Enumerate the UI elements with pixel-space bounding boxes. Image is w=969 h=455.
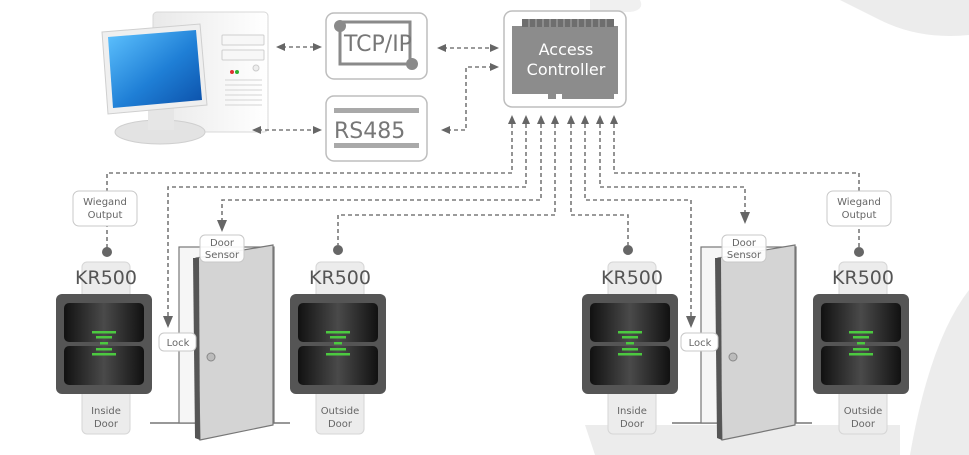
reader-location-line2: Door (94, 419, 119, 430)
reader-location-line2: Door (851, 419, 876, 430)
reader-location-line2: Door (620, 419, 645, 430)
svg-text:Output: Output (842, 210, 877, 221)
reader-model-label: KR500 (309, 267, 371, 289)
lock-label: Lock (158, 332, 197, 352)
lock-label: Lock (680, 332, 719, 352)
background-shapes (585, 0, 969, 455)
reader-location-line1: Outside (844, 406, 883, 417)
svg-text:Sensor: Sensor (205, 250, 240, 261)
svg-text:Output: Output (88, 210, 123, 221)
reader-model-label: KR500 (832, 267, 894, 289)
reader-model-label: KR500 (75, 267, 137, 289)
svg-text:Sensor: Sensor (727, 250, 762, 261)
readers: KR500InsideDoorKR500OutsideDoorKR500Insi… (56, 261, 909, 435)
rs485-label: RS485 (334, 119, 405, 144)
wiegand-output-left: Wiegand Output (72, 190, 138, 227)
svg-text:Wiegand: Wiegand (83, 197, 127, 208)
reader-location-line1: Outside (321, 406, 360, 417)
access-controller: Access Controller (503, 10, 627, 108)
led-indicator-icon (326, 331, 350, 356)
tcpip-label: TCP/IP (343, 32, 412, 57)
svg-text:Lock: Lock (167, 338, 190, 349)
connection-lines (102, 43, 864, 328)
led-indicator-icon (618, 331, 642, 356)
wiegand-output-right: Wiegand Output (826, 190, 892, 227)
reader-location-line1: Inside (617, 406, 647, 417)
door-handle-icon (206, 352, 216, 362)
tcpip-box: TCP/IP (325, 12, 428, 80)
svg-text:Door: Door (732, 238, 757, 249)
rs485-box: RS485 (325, 95, 428, 162)
led-indicator-icon (92, 331, 116, 356)
computer-icon (101, 11, 269, 145)
door-handle-icon (728, 352, 738, 362)
controller-label-line2: Controller (527, 60, 606, 79)
svg-text:Wiegand: Wiegand (837, 197, 881, 208)
reader-location-line2: Door (328, 419, 353, 430)
led-indicator-icon (849, 331, 873, 356)
reader-location-line1: Inside (91, 406, 121, 417)
controller-label-line1: Access (539, 40, 594, 59)
reader-model-label: KR500 (601, 267, 663, 289)
svg-text:Lock: Lock (689, 338, 712, 349)
svg-text:Door: Door (210, 238, 235, 249)
